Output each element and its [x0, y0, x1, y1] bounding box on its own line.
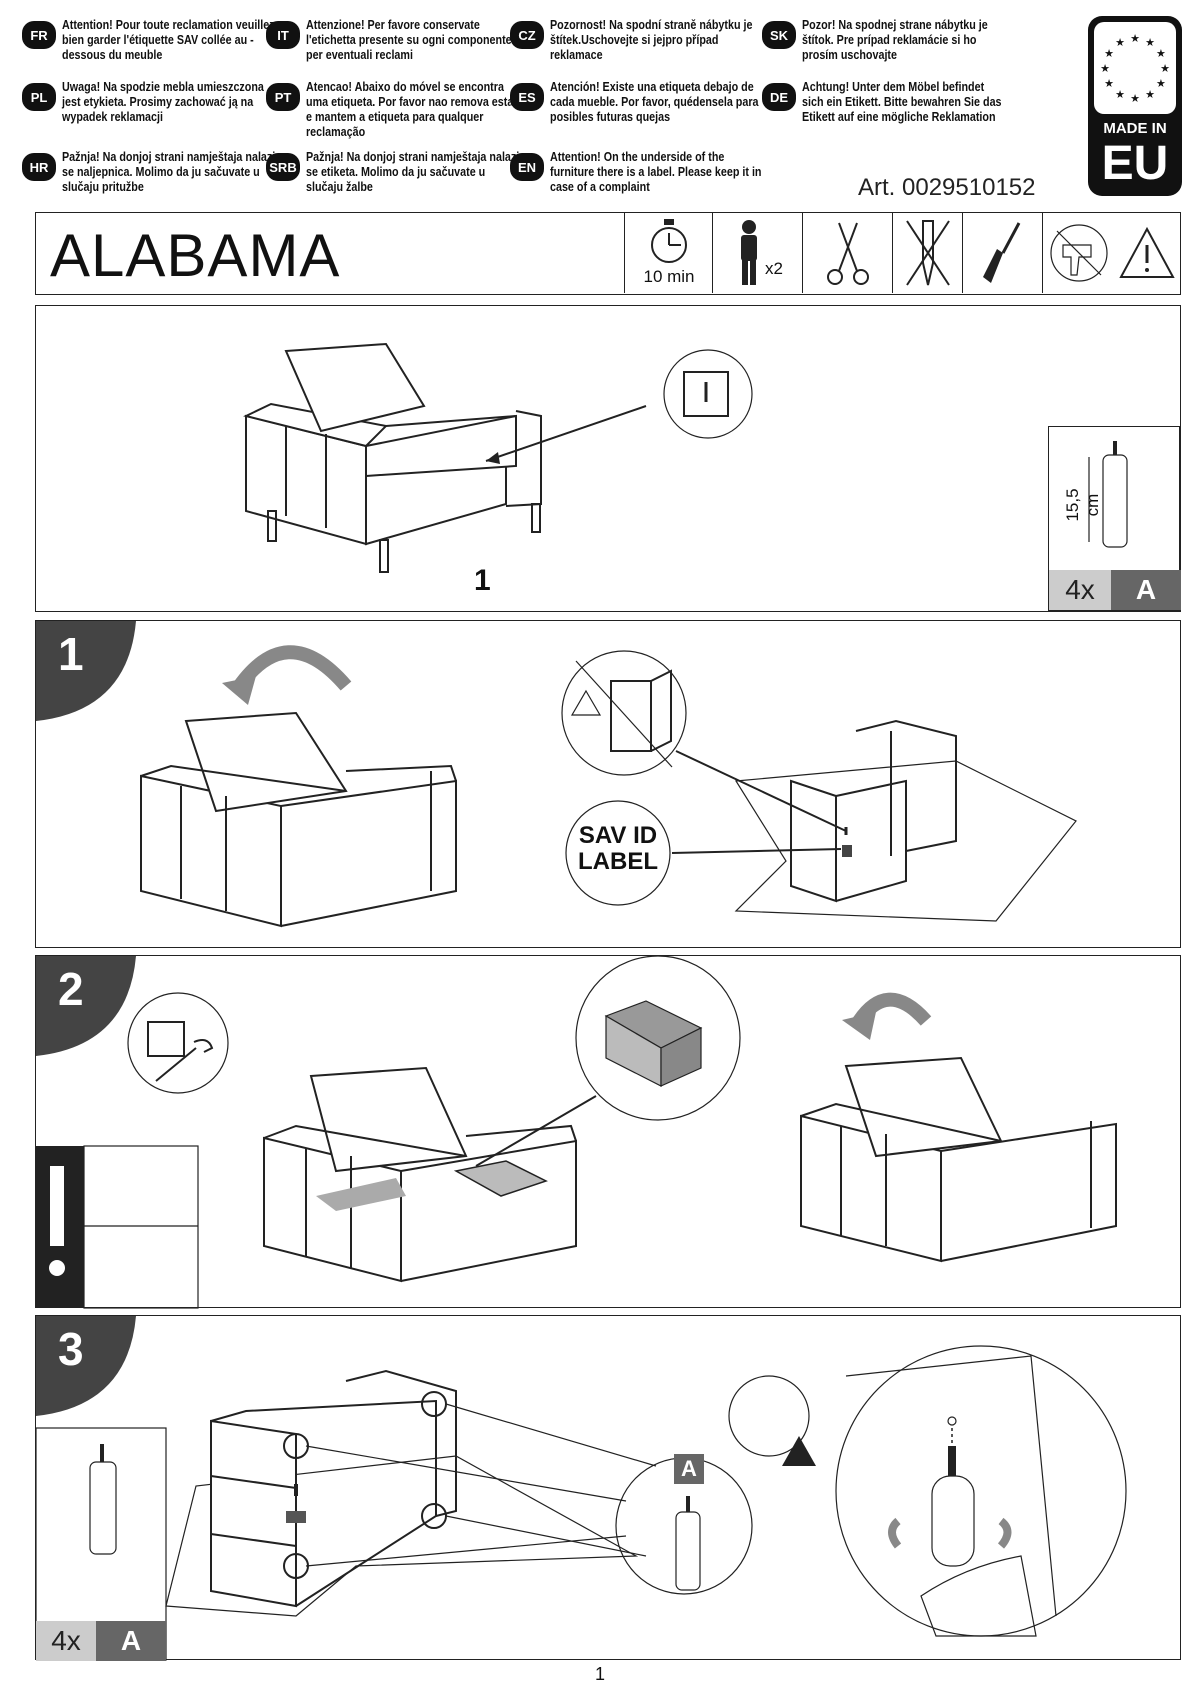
time-label: 10 min	[643, 267, 695, 286]
step-number: 1	[58, 628, 84, 680]
no-drill-icon	[1050, 224, 1108, 282]
eu-star: ★	[1156, 78, 1166, 90]
notice-text: Atención! Existe una etiqueta debajo de …	[550, 80, 759, 124]
lang-badge: CZ	[510, 21, 544, 49]
scissors-cell	[802, 213, 893, 293]
notice-text: Achtung! Unter dem Möbel befindet sich e…	[802, 80, 1002, 124]
notice-text: Pažnja! Na donjoj strani namještaja nala…	[62, 150, 276, 194]
notice-text: Pozornost! Na spodní straně nábytku je š…	[550, 18, 753, 62]
eu-label: EU	[1101, 137, 1169, 190]
eu-star: ★	[1115, 37, 1125, 49]
no-knife-cell	[892, 213, 963, 293]
made-in-label: MADE IN	[1103, 120, 1167, 137]
step-tab-bg	[36, 621, 136, 721]
notice-fr: FR Attention! Pour toute reclamation veu…	[22, 18, 312, 63]
callout-code: A	[681, 1456, 697, 1481]
notice-text: Pažnja! Na donjoj strani namještaja nala…	[306, 150, 520, 194]
leg-qty-badge: 4x A	[1049, 570, 1181, 610]
leg-spec-box: 15,5 cm 4x A	[1048, 426, 1181, 611]
notice-de: DE Achtung! Unter dem Möbel befindet sic…	[762, 80, 1040, 125]
eu-star: ★	[1160, 63, 1170, 75]
info-sheet-icon	[683, 371, 729, 417]
step-2-panel: 2	[35, 955, 1181, 1309]
scissors-icon	[827, 222, 869, 285]
lang-badge: DE	[762, 83, 796, 111]
warning-icon	[1119, 226, 1175, 278]
eu-star: ★	[1104, 48, 1114, 60]
overview-panel: 1 15,5 cm 4x A	[35, 305, 1181, 612]
wrench-icon	[155, 1039, 214, 1082]
notice-text: Attention! Pour toute reclamation veuill…	[62, 18, 275, 62]
info-sheet-icon	[147, 1021, 185, 1057]
product-title: ALABAMA	[50, 222, 341, 289]
notice-text: Attenzione! Per favore conservate l'etic…	[306, 18, 512, 62]
no-knife-icon	[906, 220, 950, 286]
lang-badge: SK	[762, 21, 796, 49]
notice-text: Attention! On the underside of the furni…	[550, 150, 762, 194]
leg-dimension: 15,5 cm	[1063, 488, 1102, 522]
notice-text: Atencao! Abaixo do móvel se encontra uma…	[306, 80, 514, 139]
notice-pt: PT Atencao! Abaixo do móvel se encontra …	[266, 80, 556, 140]
person-icon	[741, 220, 757, 285]
notice-sk: SK Pozor! Na spodnej strane nábytku je š…	[762, 18, 1040, 63]
eu-star: ★	[1130, 93, 1140, 105]
notice-hr: HR Pažnja! Na donjoj strani namještaja n…	[22, 150, 312, 195]
notice-en: EN Attention! On the underside of the fu…	[510, 150, 800, 195]
eu-stars-icon: ★★★★★★★★★★★★	[1094, 22, 1176, 114]
eu-star: ★	[1145, 89, 1155, 101]
title-bar: ALABAMA 10 min x2	[35, 212, 1181, 295]
made-in-eu-logo: ★★★★★★★★★★★★ MADE IN EU	[1088, 16, 1182, 196]
leg-qty-badge: 4x A	[36, 1621, 166, 1661]
step-2-drawing	[36, 956, 1117, 1309]
leg-code: A	[96, 1621, 166, 1661]
persons-cell: x2	[712, 213, 803, 293]
screwdriver-cell	[962, 213, 1043, 293]
lang-badge: EN	[510, 153, 544, 181]
step-tab-bg	[36, 956, 136, 1056]
item-number: 1	[474, 564, 491, 597]
lang-badge: HR	[22, 153, 56, 181]
leg-code: A	[1111, 570, 1181, 610]
step-3-panel: 3	[35, 1315, 1181, 1661]
step-tab-bg	[36, 1316, 136, 1416]
lang-badge: PL	[22, 83, 56, 111]
notice-it: IT Attenzione! Per favore conservate l'e…	[266, 18, 556, 63]
eu-star: ★	[1115, 89, 1125, 101]
eu-star: ★	[1145, 37, 1155, 49]
step-1-panel: 1 SAV ID LABEL	[35, 620, 1181, 948]
eu-star: ★	[1156, 48, 1166, 60]
armchair-drawing	[243, 342, 753, 573]
leg-drawing	[1088, 441, 1128, 548]
persons-label: x2	[765, 259, 783, 278]
leg-qty: 4x	[36, 1621, 96, 1661]
sav-id-label-line2: LABEL	[578, 848, 658, 875]
eu-star: ★	[1104, 78, 1114, 90]
notice-cz: CZ Pozornost! Na spodní straně nábytku j…	[510, 18, 800, 63]
warning-cell	[1042, 213, 1181, 293]
lang-badge: ES	[510, 83, 544, 111]
step-number: 2	[58, 963, 84, 1015]
screwdriver-icon	[983, 222, 1021, 283]
notice-es: ES Atención! Existe una etiqueta debajo …	[510, 80, 800, 125]
notice-text: Pozor! Na spodnej strane nábytku je štít…	[802, 18, 988, 62]
stopwatch-icon	[651, 219, 687, 263]
notice-pl: PL Uwaga! Na spodzie mebla umieszczona j…	[22, 80, 312, 125]
lang-badge: PT	[266, 83, 300, 111]
article-number: Art. 0029510152	[858, 174, 1036, 201]
step-3-drawing	[36, 1345, 1127, 1661]
eu-star: ★	[1100, 63, 1110, 75]
leg-qty: 4x	[1049, 570, 1111, 610]
lang-badge: FR	[22, 21, 56, 49]
step-number: 3	[58, 1323, 84, 1375]
notice-text: Uwaga! Na spodzie mebla umieszczona jest…	[62, 80, 264, 124]
step-1-drawing	[140, 645, 1077, 928]
lang-badge: SRB	[266, 153, 300, 181]
sav-id-label-line1: SAV ID	[578, 822, 658, 849]
time-cell: 10 min	[624, 213, 713, 293]
page-number: 1	[594, 1664, 605, 1684]
notice-srb: SRB Pažnja! Na donjoj strani namještaja …	[266, 150, 556, 195]
lang-badge: IT	[266, 21, 300, 49]
eu-star: ★	[1130, 33, 1140, 45]
